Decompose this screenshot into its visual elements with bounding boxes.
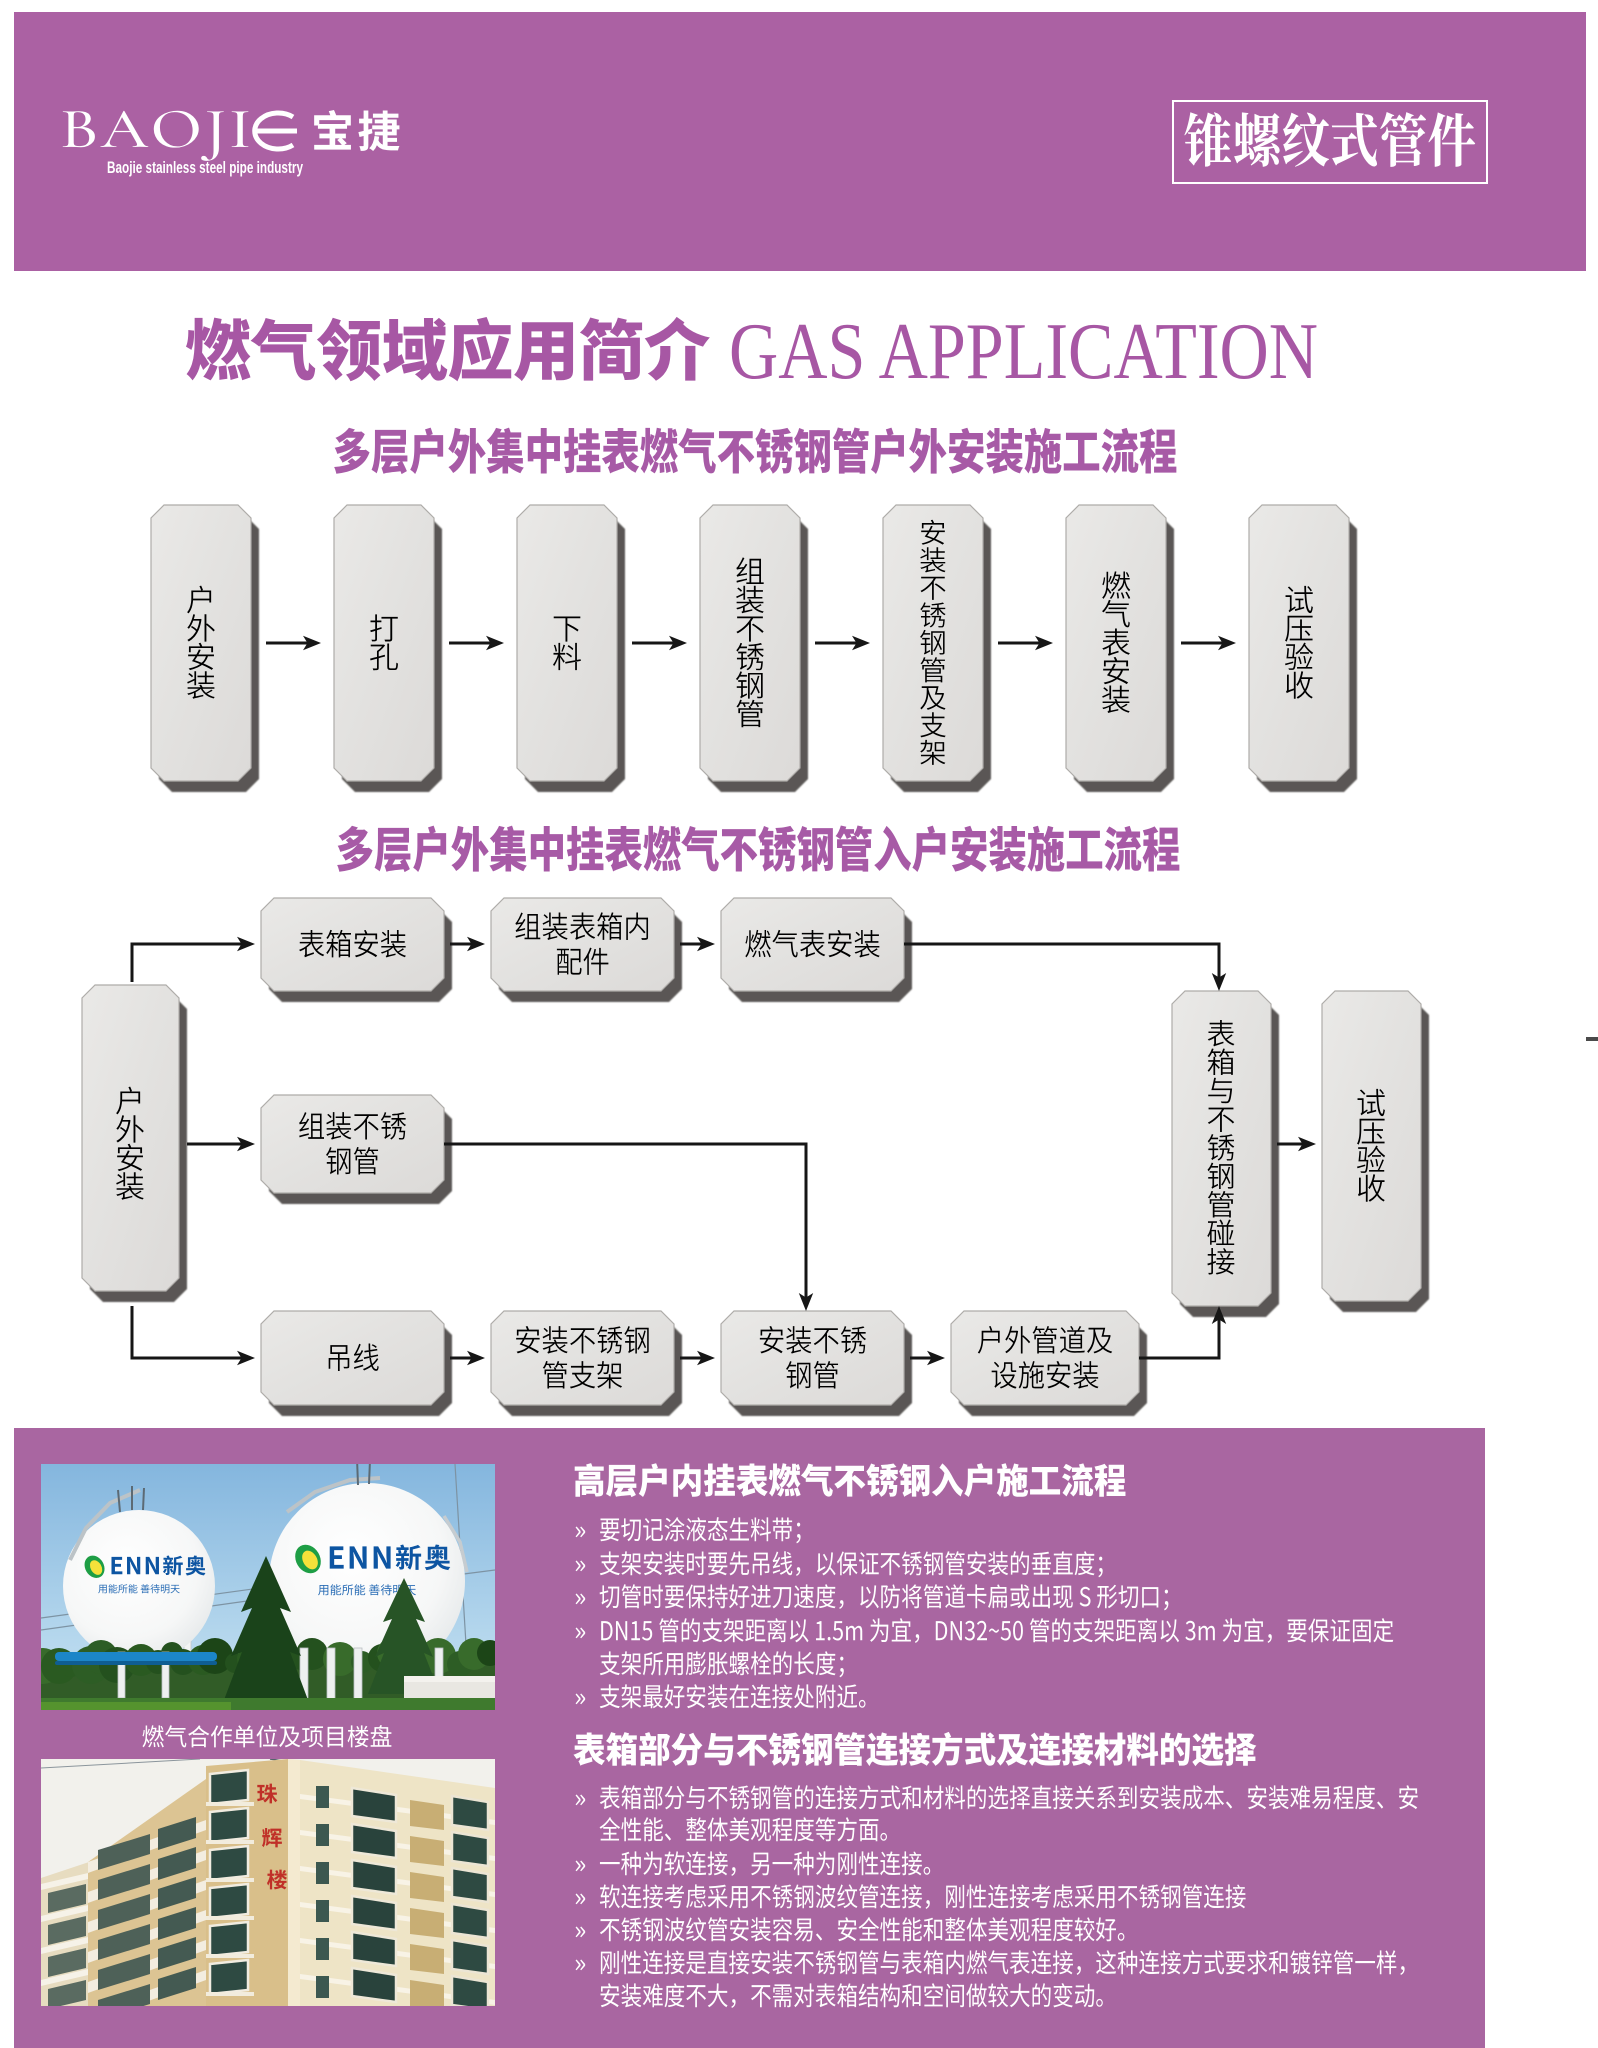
svg-text:GAS APPLICATION: GAS APPLICATION (729, 308, 1318, 396)
svg-text:Baojie stainless steel pipe in: Baojie stainless steel pipe industry (107, 158, 303, 177)
